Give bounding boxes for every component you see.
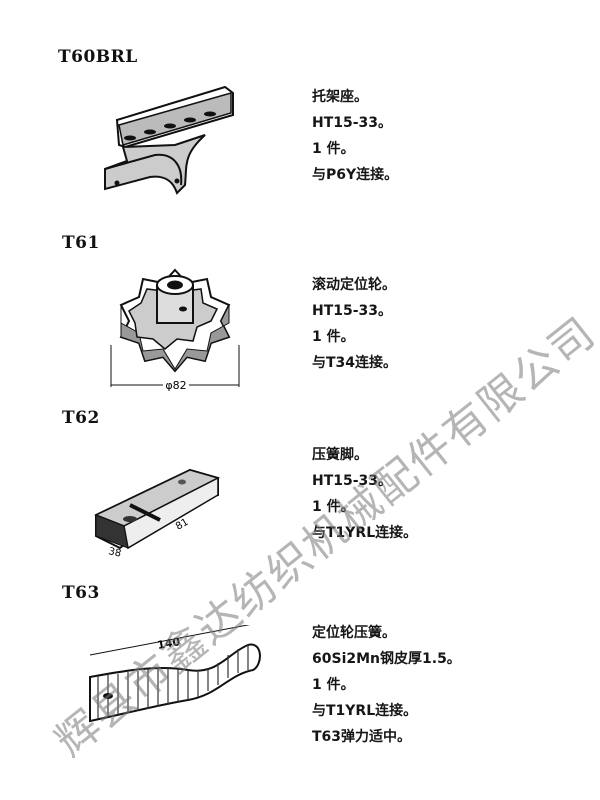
spec-line: 托架座。 — [312, 89, 368, 105]
part-spec-t63: 定位轮压簧。 60Si2Mn钢皮厚1.5。 1 件。 与T1YRL连接。 T63… — [312, 620, 461, 750]
spec-line: 与T34连接。 — [312, 355, 398, 371]
part-spec-t62: 压簧脚。 HT15-33。 1 件。 与T1YRL连接。 — [312, 442, 417, 546]
dimension-label: 140 — [156, 635, 181, 652]
spec-line: T63弹力适中。 — [312, 729, 412, 745]
spec-line: 与T1YRL连接。 — [312, 525, 418, 541]
spec-line: 与P6Y连接。 — [312, 167, 399, 183]
part-spec-t61: 滚动定位轮。 HT15-33。 1 件。 与T34连接。 — [312, 272, 397, 376]
dimension-label: 38 — [107, 546, 122, 559]
spec-line: HT15-33。 — [312, 303, 393, 319]
spec-line: 1 件。 — [312, 499, 355, 515]
spec-line: 压簧脚。 — [312, 447, 368, 463]
spec-line: 1 件。 — [312, 677, 355, 693]
bracket-seat-drawing — [104, 85, 234, 195]
part-code-t63: T63 — [62, 583, 100, 603]
spring-foot-plate-drawing: 38 81 — [94, 468, 221, 560]
spec-line: 定位轮压簧。 — [312, 625, 396, 641]
spec-line: 1 件。 — [312, 141, 355, 157]
spec-line: 与T1YRL连接。 — [312, 703, 418, 719]
star-knob-wheel-drawing: φ82 — [110, 268, 240, 392]
part-spec-t60brl: 托架座。 HT15-33。 1 件。 与P6Y连接。 — [312, 84, 398, 188]
leaf-spring-drawing: 140 — [89, 625, 261, 723]
spec-line: HT15-33。 — [312, 115, 393, 131]
part-code-t60brl: T60BRL — [58, 47, 138, 67]
part-code-t61: T61 — [62, 233, 100, 253]
spec-line: 1 件。 — [312, 329, 355, 345]
spec-line: HT15-33。 — [312, 473, 393, 489]
spec-line: 60Si2Mn钢皮厚1.5。 — [312, 651, 461, 667]
spec-line: 滚动定位轮。 — [312, 277, 396, 293]
part-code-t62: T62 — [62, 408, 100, 428]
dimension-label: φ82 — [165, 379, 186, 392]
